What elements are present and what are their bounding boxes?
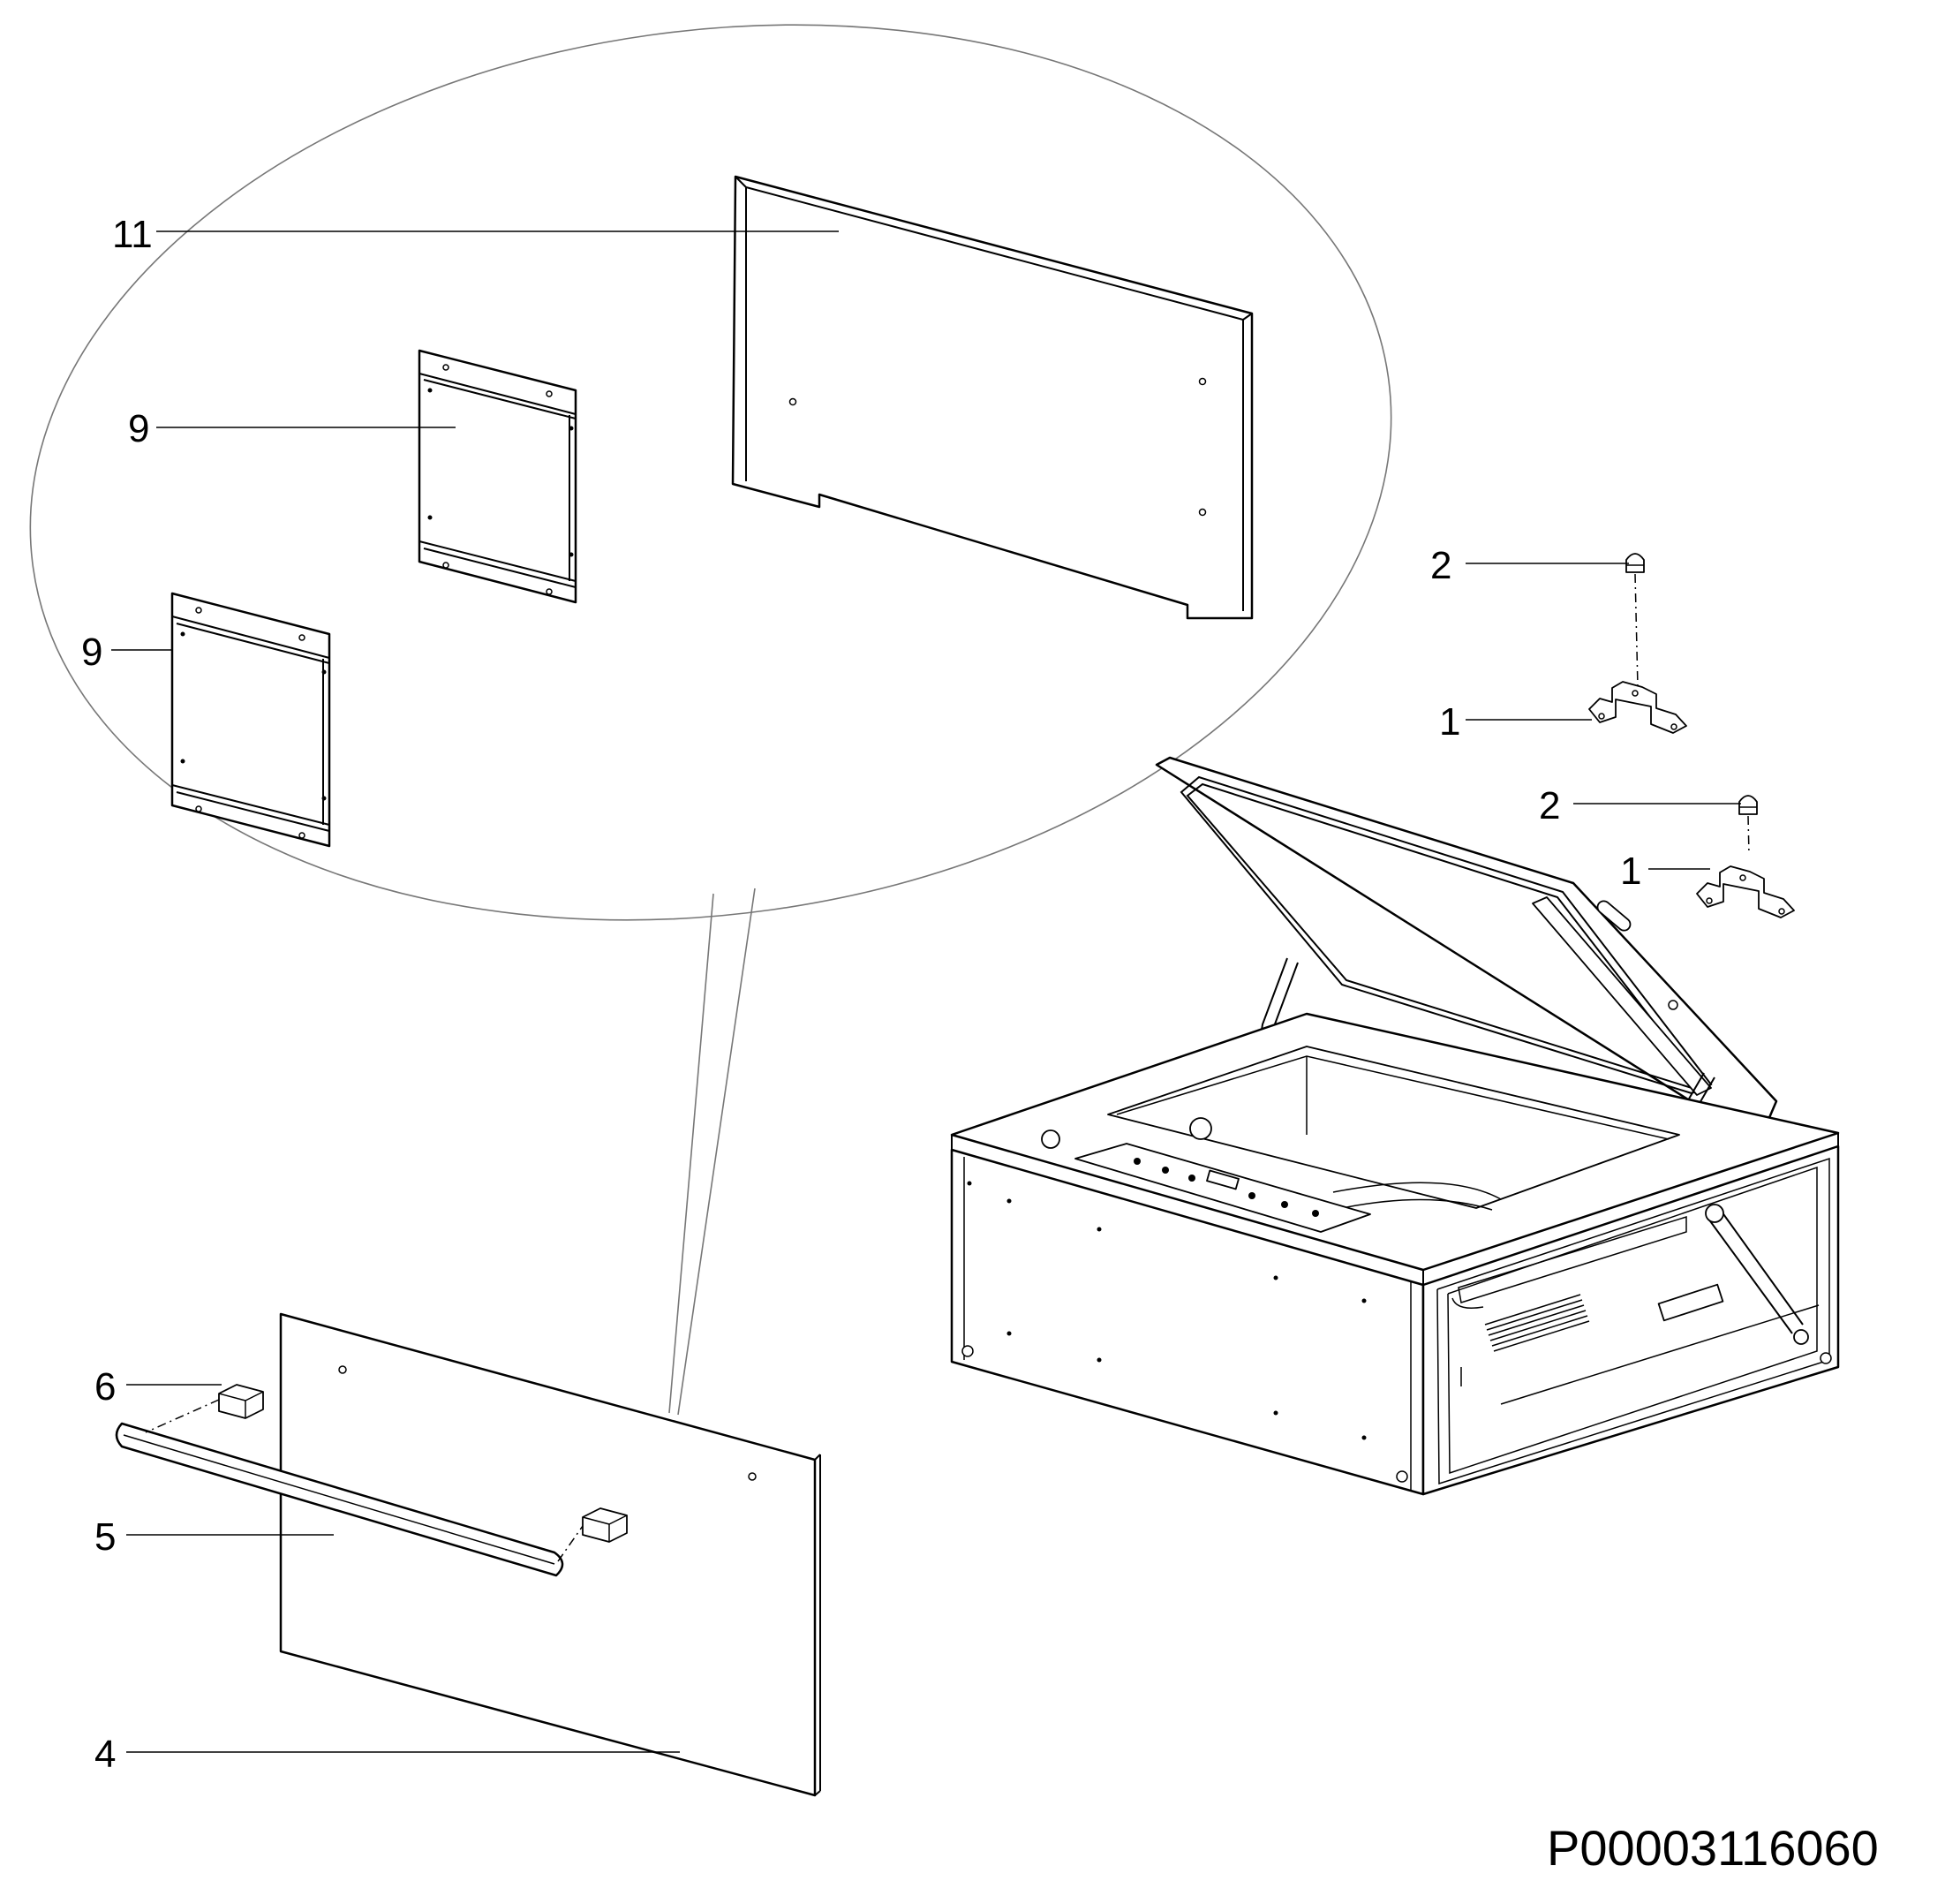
part-9-bracket-upper <box>418 349 577 604</box>
assembly-axis-lower <box>1747 815 1750 856</box>
callout-2-lower: 2 <box>1539 784 1560 827</box>
callout-2-upper: 2 <box>1430 544 1451 587</box>
part-5-handle-bar <box>115 1422 564 1577</box>
leader-lines <box>111 230 1741 1753</box>
part-9-bracket-lower <box>170 592 331 848</box>
part-2-cap-lower <box>1738 795 1758 815</box>
callout-6: 6 <box>94 1365 116 1409</box>
callout-4: 4 <box>94 1733 116 1776</box>
part-2-cap-upper <box>1625 553 1645 573</box>
callout-9-lower: 9 <box>81 631 102 674</box>
callout-5: 5 <box>94 1515 116 1559</box>
assembly-axis-handle-right <box>557 1525 584 1562</box>
callout-11: 11 <box>112 213 153 256</box>
part-1-foot-bracket-lower <box>1696 865 1795 918</box>
part-1-foot-bracket-upper <box>1588 681 1687 734</box>
assembly-axis-handle-left <box>145 1399 220 1433</box>
assembly-axis-upper <box>1634 573 1639 688</box>
callout-9-upper: 9 <box>128 407 149 450</box>
callout-1-lower: 1 <box>1620 850 1641 893</box>
part-6-end-cap-right <box>582 1507 628 1543</box>
part-code: P00003116060 <box>1547 1820 1879 1876</box>
callout-1-upper: 1 <box>1439 700 1460 744</box>
part-11-back-panel <box>731 175 1254 620</box>
part-6-end-cap-left <box>218 1384 264 1419</box>
detail-zoom-callout <box>29 24 1392 1416</box>
vent-grille <box>1484 1294 1590 1352</box>
vacuum-machine-body <box>950 756 1840 1496</box>
